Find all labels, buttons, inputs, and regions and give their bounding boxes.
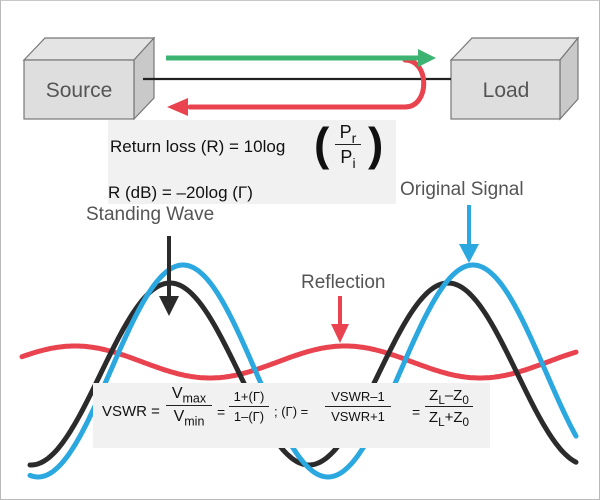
vmax-sub: max	[182, 391, 207, 406]
zl-den-base: Z	[428, 409, 439, 426]
vswr-vmax-vmin-fraction: Vmax Vmin	[166, 385, 212, 429]
vmax-base: V	[171, 385, 183, 402]
original-signal-wave	[27, 262, 579, 480]
vswr-equals-1: =	[217, 404, 226, 420]
return-loss-formula-lhs: Return loss (R) = 10log	[110, 137, 286, 156]
vmax: Vmax	[171, 385, 207, 406]
return-loss-denominator: Pi	[340, 147, 355, 170]
return-loss-fraction-bar	[335, 144, 361, 145]
original-signal-pointer-arrowhead-icon	[459, 244, 479, 263]
zl-num-base: Z	[429, 387, 439, 404]
reflection-pointer	[331, 296, 349, 343]
return-loss-numerator: Pr	[339, 122, 357, 145]
pi-sub: i	[352, 154, 356, 171]
gamma-equals-2: =	[412, 404, 421, 420]
reflection-pointer-arrowhead-icon	[331, 324, 349, 343]
impedance-fraction: ZL–Z0 ZL+Z0	[425, 387, 473, 428]
return-loss-paren-close: )	[368, 118, 384, 170]
pi-base: P	[340, 147, 353, 167]
reflection-label: Reflection	[301, 272, 386, 293]
source-block-top	[22, 37, 156, 61]
gamma-vswr-fraction: VSWR–1 VSWR+1	[325, 390, 391, 423]
reflected-power-arrow	[167, 57, 427, 116]
original-signal-pointer	[459, 205, 479, 263]
standing-wave-pointer	[159, 236, 179, 316]
vmin: Vmin	[173, 408, 205, 429]
gamma-fraction-bar	[325, 406, 391, 407]
one-minus-gamma: 1–(Γ)	[233, 409, 265, 424]
vswr-minus-one: VSWR–1	[331, 389, 385, 404]
load-block-top	[449, 37, 580, 61]
forward-arrowhead-icon	[418, 49, 436, 67]
return-loss-panel	[108, 120, 396, 204]
source-label: Source	[46, 79, 113, 102]
standing-wave-pointer-arrowhead-icon	[159, 296, 179, 316]
reflection-wave	[19, 343, 579, 381]
pr-sub: r	[351, 129, 357, 146]
vswr-fraction-bar-1	[166, 405, 212, 406]
original-signal-label: Original Signal	[400, 179, 524, 200]
forward-power-arrow	[166, 49, 436, 67]
standing-wave-label: Standing Wave	[86, 204, 214, 225]
z0-den-sub: 0	[462, 416, 470, 430]
zl-plus-z0: ZL+Z0	[428, 409, 469, 428]
plus-z0-base: +Z	[444, 409, 463, 426]
pr-base: P	[339, 122, 352, 142]
vswr-panel	[93, 383, 490, 448]
one-plus-gamma: 1+(Γ)	[233, 389, 265, 404]
load-block: Load	[449, 36, 580, 121]
vswr-fraction-bar-2	[229, 406, 269, 407]
load-label: Load	[483, 79, 530, 102]
zl-num-sub: L	[438, 394, 445, 408]
return-loss-db-formula: R (dB) = –20log (Γ)	[108, 183, 253, 202]
zl-den-sub: L	[438, 416, 445, 430]
vswr-plus-one: VSWR+1	[331, 409, 385, 424]
vmin-sub: min	[184, 414, 205, 429]
reflected-arrowhead-icon	[167, 98, 188, 116]
return-loss-paren-open: (	[314, 118, 330, 170]
return-loss-fraction: Pr Pi	[335, 122, 361, 170]
z0-num-sub: 0	[462, 394, 469, 408]
source-block-front	[23, 59, 135, 120]
vswr-gamma-fraction: 1+(Γ) 1–(Γ)	[229, 390, 269, 423]
vswr-lhs: VSWR =	[102, 403, 160, 420]
zl-minus-z0: ZL–Z0	[429, 387, 469, 406]
vmin-base: V	[173, 408, 185, 425]
impedance-fraction-bar	[425, 406, 473, 407]
source-block: Source	[22, 36, 156, 121]
load-block-front	[450, 59, 561, 120]
gamma-definition-sep: ; (Γ) =	[274, 404, 309, 419]
reflected-power-path	[187, 57, 427, 110]
minus-z0-base: –Z	[444, 387, 463, 404]
